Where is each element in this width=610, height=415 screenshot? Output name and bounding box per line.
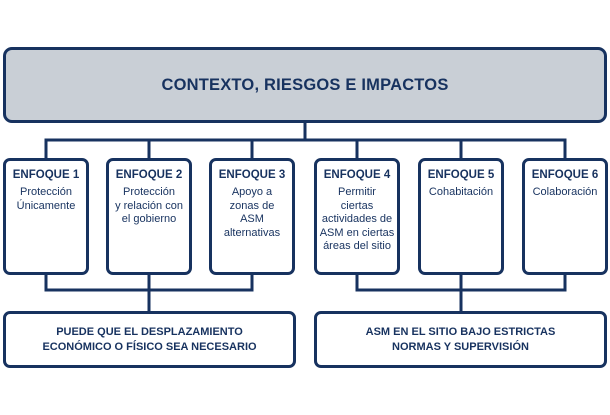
outcome-left-text: PUEDE QUE EL DESPLAZAMIENTO ECONÓMICO O … bbox=[42, 325, 257, 353]
outcome-right-text: ASM EN EL SITIO BAJO ESTRICTAS NORMAS Y … bbox=[365, 325, 556, 353]
context-title: CONTEXTO, RIESGOS E IMPACTOS bbox=[161, 75, 449, 94]
enfoque-3-box: ENFOQUE 3 Apoyo a zonas de ASM alternati… bbox=[209, 158, 295, 275]
enfoque-2-title: ENFOQUE 2 bbox=[115, 169, 183, 181]
enfoque-3-desc: Apoyo a zonas de ASM alternativas bbox=[223, 186, 281, 239]
enfoque-5-title: ENFOQUE 5 bbox=[427, 169, 495, 181]
outcome-left-box: PUEDE QUE EL DESPLAZAMIENTO ECONÓMICO O … bbox=[3, 311, 296, 368]
enfoque-4-title: ENFOQUE 4 bbox=[323, 169, 391, 181]
enfoque-5-desc: Cohabitación bbox=[428, 186, 494, 198]
outcome-right-box: ASM EN EL SITIO BAJO ESTRICTAS NORMAS Y … bbox=[314, 311, 607, 368]
enfoque-2-desc: Protección y relación con el gobierno bbox=[115, 186, 183, 225]
enfoque-1-title: ENFOQUE 1 bbox=[12, 169, 80, 181]
enfoque-1-desc: Protección Únicamente bbox=[16, 186, 76, 212]
enfoque-6-title: ENFOQUE 6 bbox=[531, 169, 599, 181]
enfoque-4-box: ENFOQUE 4 Permitir ciertas actividades d… bbox=[314, 158, 400, 275]
enfoque-6-desc: Colaboración bbox=[532, 186, 598, 198]
enfoque-3-title: ENFOQUE 3 bbox=[218, 169, 286, 181]
enfoque-2-box: ENFOQUE 2 Protección y relación con el g… bbox=[106, 158, 192, 275]
enfoque-4-desc: Permitir ciertas actividades de ASM en c… bbox=[319, 186, 395, 252]
context-box: CONTEXTO, RIESGOS E IMPACTOS bbox=[3, 47, 607, 123]
enfoque-1-box: ENFOQUE 1 Protección Únicamente bbox=[3, 158, 89, 275]
enfoque-5-box: ENFOQUE 5 Cohabitación bbox=[418, 158, 504, 275]
enfoque-6-box: ENFOQUE 6 Colaboración bbox=[522, 158, 608, 275]
